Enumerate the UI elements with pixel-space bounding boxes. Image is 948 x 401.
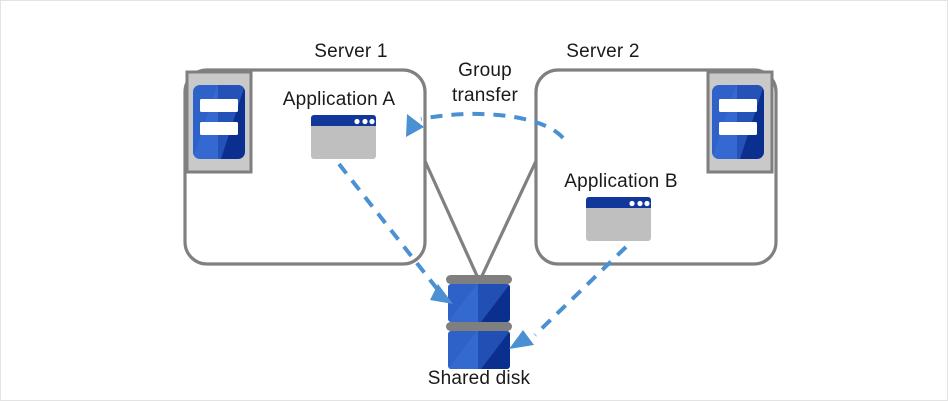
group-transfer-label: Group transfer <box>425 58 545 108</box>
server-icon-server2 <box>706 70 774 174</box>
application-window-icon-a <box>311 115 376 159</box>
application-b-label: Application B <box>564 171 678 192</box>
app-b-to-disk-arrow <box>509 245 628 349</box>
server-icon-server1 <box>185 70 253 174</box>
server1-to-disk-link <box>423 160 480 279</box>
group-transfer-label-line2: transfer <box>451 85 518 106</box>
app-a-to-disk-arrow <box>337 162 453 304</box>
shared-disk-icon <box>446 275 512 369</box>
shared-disk-label: Shared disk <box>427 368 531 389</box>
group-transfer-label-line1: Group <box>458 60 512 81</box>
server1-title: Server 1 <box>314 41 388 62</box>
server2-title: Server 2 <box>566 41 640 62</box>
application-a-label: Application A <box>282 89 396 110</box>
application-window-icon-b <box>586 197 651 241</box>
server1-box <box>183 68 427 266</box>
server2-box <box>534 68 778 266</box>
server2-to-disk-link <box>479 160 538 279</box>
group-transfer-arrow <box>406 111 565 140</box>
